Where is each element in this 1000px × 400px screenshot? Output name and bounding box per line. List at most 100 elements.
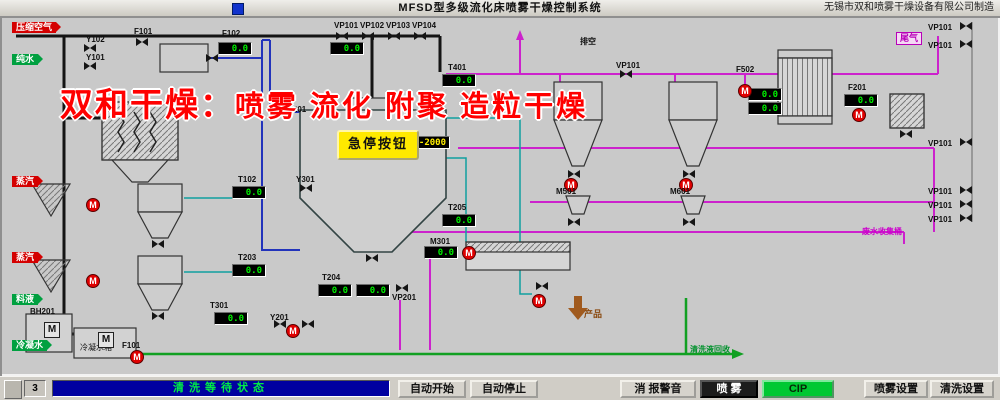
- device-tag: Y301: [296, 175, 315, 184]
- flow-steam-2: 蒸汽: [12, 252, 44, 263]
- device-tag: M501: [556, 187, 577, 196]
- device-tag: VP101: [928, 187, 953, 196]
- pump-icon[interactable]: M: [462, 246, 476, 260]
- mixer-icon: M: [44, 322, 60, 338]
- valve-icon[interactable]: [568, 218, 580, 226]
- valve-icon[interactable]: [366, 254, 378, 262]
- clean-settings-button[interactable]: 清洗设置: [930, 380, 994, 398]
- numeric-display: 0.0: [442, 214, 476, 227]
- valve-icon[interactable]: [960, 200, 972, 208]
- pipes-blue: [208, 39, 300, 251]
- pump-icon[interactable]: M: [852, 108, 866, 122]
- valve-icon[interactable]: [396, 284, 408, 292]
- valve-icon[interactable]: [414, 32, 426, 40]
- valve-icon[interactable]: [274, 320, 286, 328]
- flow-condensate: 冷凝水: [12, 340, 53, 351]
- valve-icon[interactable]: [206, 54, 218, 62]
- condensate-tank-label: 冷凝水箱: [80, 343, 112, 352]
- mute-alarm-button[interactable]: 消 报警音: [620, 380, 696, 398]
- pump-icon[interactable]: M: [564, 178, 578, 192]
- device-tag: Y101: [86, 53, 105, 62]
- numeric-display: 0.0: [356, 284, 390, 297]
- valve-icon[interactable]: [960, 186, 972, 194]
- app-icon: [232, 3, 244, 15]
- valve-icon[interactable]: [136, 38, 148, 46]
- device-tag: T203: [238, 253, 257, 262]
- numeric-display: 0.0: [232, 264, 266, 277]
- device-tag: T401: [448, 63, 467, 72]
- watermark-brand: 双和干燥：: [60, 86, 235, 123]
- device-tag: VP101: [616, 61, 641, 70]
- device-tag: VP101: [928, 23, 953, 32]
- pump-icon[interactable]: M: [532, 294, 546, 308]
- valve-icon[interactable]: [302, 320, 314, 328]
- numeric-display: 0.0: [214, 312, 248, 325]
- spray-settings-button[interactable]: 喷雾设置: [864, 380, 928, 398]
- pump-icon[interactable]: M: [738, 84, 752, 98]
- pump-icon[interactable]: M: [679, 178, 693, 192]
- system-tray-button[interactable]: [4, 380, 22, 399]
- pump-icon[interactable]: M: [286, 324, 300, 338]
- device-tag: T301: [210, 301, 229, 310]
- pipes-magenta: [394, 36, 939, 350]
- pump-icon[interactable]: M: [86, 274, 100, 288]
- flow-feed-liquid: 料液: [12, 294, 44, 305]
- valve-icon[interactable]: [152, 312, 164, 320]
- mixer-icon: M: [98, 332, 114, 348]
- valve-icon[interactable]: [960, 40, 972, 48]
- flow-pure-water: 纯水: [12, 54, 44, 65]
- valve-icon[interactable]: [683, 170, 695, 178]
- auto-start-button[interactable]: 自动开始: [398, 380, 466, 398]
- valve-icon[interactable]: [900, 130, 912, 138]
- flow-steam-1: 蒸汽: [12, 176, 44, 187]
- cip-button[interactable]: CIP: [762, 380, 834, 398]
- title-bar: MFSD型多级流化床喷雾干燥控制系统 无锡市双和喷雾干燥设备有限公司制造: [0, 0, 1000, 17]
- device-tag: Y102: [86, 35, 105, 44]
- valve-icon[interactable]: [536, 282, 548, 290]
- device-tag: VP101: [928, 139, 953, 148]
- device-tag: VP103: [386, 21, 411, 30]
- valve-icon[interactable]: [683, 218, 695, 226]
- pipes-cyan: [184, 117, 532, 295]
- valve-icon[interactable]: [620, 70, 632, 78]
- numeric-display: 0.0: [748, 88, 782, 101]
- valve-icon[interactable]: [960, 22, 972, 30]
- numeric-display: 0.0: [318, 284, 352, 297]
- device-tag: VP101: [334, 21, 359, 30]
- watermark: 双和干燥：喷雾 流化 附聚 造粒干燥: [60, 78, 588, 126]
- valve-icon[interactable]: [300, 184, 312, 192]
- company-label: 无锡市双和喷雾干燥设备有限公司制造: [824, 2, 994, 13]
- numeric-display: 0.0: [218, 42, 252, 55]
- auto-stop-button[interactable]: 自动停止: [470, 380, 538, 398]
- valve-icon[interactable]: [960, 138, 972, 146]
- device-tag: VP102: [360, 21, 385, 30]
- valve-icon[interactable]: [336, 32, 348, 40]
- device-tag: Y201: [270, 313, 289, 322]
- pump-icon[interactable]: M: [130, 350, 144, 364]
- device-tag: M301: [430, 237, 451, 246]
- device-tag: VP101: [928, 41, 953, 50]
- valve-icon[interactable]: [84, 44, 96, 52]
- valve-icon[interactable]: [388, 32, 400, 40]
- device-tag: VP201: [392, 293, 417, 302]
- numeric-display: 0.0: [232, 186, 266, 199]
- device-tag: VP101: [928, 201, 953, 210]
- device-tag: VP101: [928, 215, 953, 224]
- pump-icon[interactable]: M: [86, 198, 100, 212]
- counter-box: 3: [24, 380, 46, 397]
- valve-icon[interactable]: [84, 62, 96, 70]
- valve-icon[interactable]: [568, 170, 580, 178]
- device-tag: T201: [288, 105, 307, 114]
- cip-return-label: 清洗液回收: [690, 345, 730, 354]
- spray-button[interactable]: 喷 雾: [700, 380, 758, 398]
- valve-icon[interactable]: [152, 240, 164, 248]
- device-tag: F102: [222, 29, 241, 38]
- emergency-stop-button[interactable]: 急停按钮: [337, 130, 419, 160]
- window-title: MFSD型多级流化床喷雾干燥控制系统: [398, 2, 602, 14]
- numeric-display: 0.0: [424, 246, 458, 259]
- valve-icon[interactable]: [960, 214, 972, 222]
- valve-icon[interactable]: [362, 32, 374, 40]
- pipes-green: [74, 298, 732, 356]
